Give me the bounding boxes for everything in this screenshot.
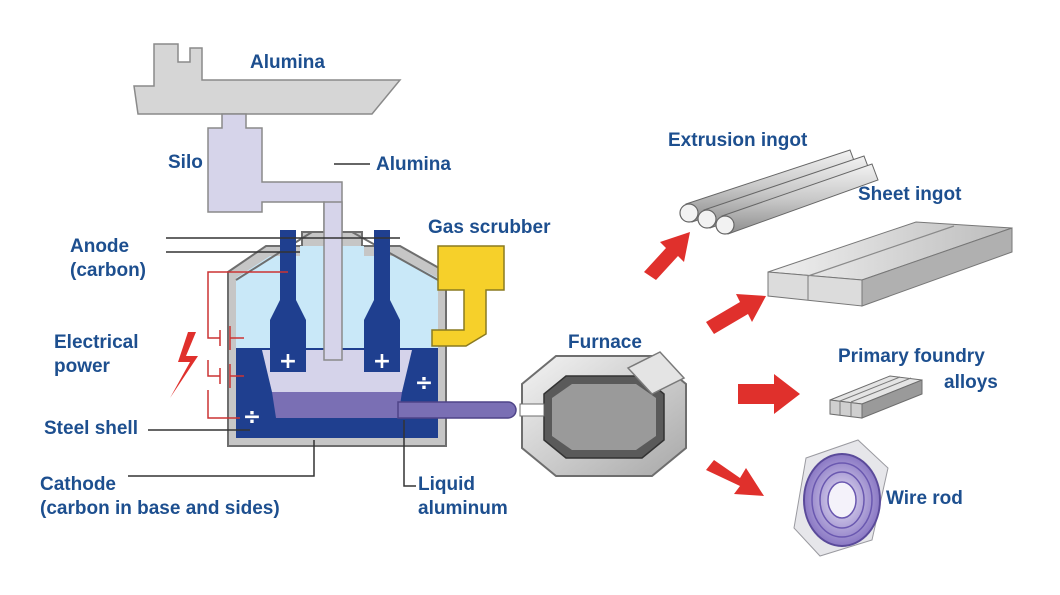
label-liquid: Liquid (418, 474, 475, 495)
anode-left (270, 230, 306, 372)
arrow-to-sheet (706, 294, 766, 334)
output-arrows (644, 232, 800, 496)
liquid-aluminum-pool (272, 392, 402, 418)
label-alloys: alloys (944, 372, 998, 393)
cathode-left-sign: ÷ (243, 405, 261, 430)
alumina-feed-pipe (323, 201, 343, 361)
anode-right-sign: + (373, 349, 391, 374)
anode-right (364, 230, 400, 372)
label-alumina-ship: Alumina (250, 52, 325, 73)
label-steel-shell: Steel shell (44, 418, 138, 439)
label-cathode: Cathode (40, 474, 116, 495)
arrow-to-foundry (738, 374, 800, 414)
silo (207, 113, 343, 233)
cathode-right-sign: ÷ (415, 371, 433, 396)
foundry-alloy-bars (829, 375, 923, 419)
label-alumina-feed: Alumina (376, 154, 451, 175)
label-primary-foundry: Primary foundry (838, 346, 985, 367)
gas-scrubber (431, 245, 505, 347)
label-sheet-ingot: Sheet ingot (858, 184, 962, 205)
sheet-ingot-slabs (767, 221, 1013, 307)
wire-rod-coil (793, 439, 889, 557)
label-furnace: Furnace (568, 332, 642, 353)
arrow-to-extrusion (644, 232, 690, 280)
label-extrusion-ingot: Extrusion ingot (668, 130, 808, 151)
label-cathode-sub: (carbon in base and sides) (40, 498, 280, 519)
label-power: power (54, 356, 111, 377)
alumina-ship (133, 43, 402, 115)
furnace (519, 351, 687, 477)
label-aluminum: aluminum (418, 498, 508, 519)
label-electrical: Electrical (54, 332, 139, 353)
label-anode: Anode (70, 236, 129, 257)
extrusion-ingot-rods (679, 149, 879, 235)
electrical-circuit (207, 271, 288, 419)
anode-left-sign: + (279, 349, 297, 374)
leader-lines (128, 163, 416, 487)
lightning-bolt-icon (170, 332, 198, 398)
label-gas-scrubber: Gas scrubber (428, 217, 551, 238)
tap-pipe (397, 401, 517, 419)
arrow-to-wire (706, 460, 764, 496)
label-anode-sub: (carbon) (70, 260, 146, 281)
label-silo: Silo (168, 152, 203, 173)
label-wire-rod: Wire rod (886, 488, 963, 509)
